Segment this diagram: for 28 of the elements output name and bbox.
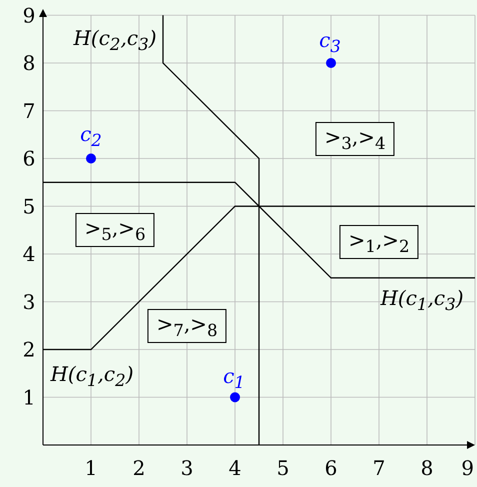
tick-label: 6 bbox=[22, 146, 36, 170]
tick-label: 4 bbox=[228, 456, 242, 480]
tick-label: 3 bbox=[180, 456, 194, 480]
tick-label: 7 bbox=[22, 98, 36, 123]
tick-label: 1 bbox=[22, 385, 36, 410]
tick-label: 8 bbox=[22, 51, 36, 75]
label-box: >$_{7}$,>$_{8}$ bbox=[147, 308, 227, 343]
tick-label: 4 bbox=[22, 242, 36, 266]
tick-label: 5 bbox=[22, 194, 36, 218]
label-box: >$_{3}$,>$_{4}$ bbox=[315, 122, 395, 156]
tick-label: 6 bbox=[324, 456, 338, 480]
tick-label: 2 bbox=[132, 456, 146, 480]
point-label: c$_{2}$ bbox=[80, 122, 102, 150]
label-box: >$_{1}$,>$_{2}$ bbox=[339, 225, 419, 260]
tick-label: 1 bbox=[84, 456, 98, 480]
line-label: H(c$_{2}$,c$_{3}$) bbox=[73, 26, 157, 54]
point-label: c$_{1}$ bbox=[223, 364, 245, 392]
line-label: H(c$_{1}$,c$_{2}$) bbox=[50, 362, 134, 390]
line-label: H(c$_{1}$,c$_{3}$) bbox=[380, 286, 464, 314]
point-label: c$_{3}$ bbox=[319, 28, 341, 56]
tick-label: 8 bbox=[420, 456, 434, 480]
tick-label: 9 bbox=[22, 3, 36, 28]
tick-label: 9 bbox=[461, 456, 474, 480]
label-box: >$_{5}$,>$_{6}$ bbox=[75, 213, 155, 248]
tick-label: 5 bbox=[276, 456, 290, 480]
tick-label: 3 bbox=[22, 290, 36, 314]
tick-label: 7 bbox=[372, 456, 386, 480]
tick-label: 2 bbox=[22, 338, 36, 362]
